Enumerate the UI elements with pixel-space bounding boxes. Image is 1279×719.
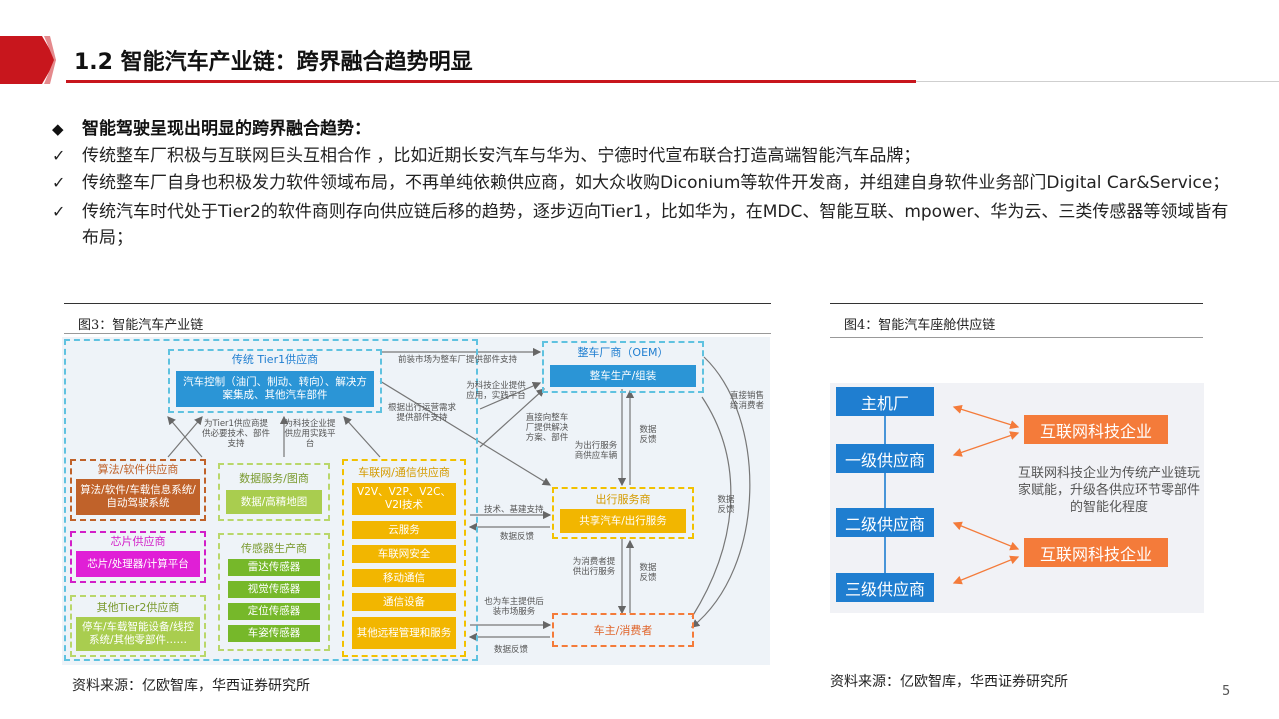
consumer-group <box>552 613 694 647</box>
bullet-item: ✓ 传统整车厂积极与互联网巨头互相合作 ，比如近期长安汽车与华为、宁德时代宣布联… <box>52 143 1232 169</box>
mobility-title: 出行服务商 <box>595 493 651 506</box>
diamond-icon: ◆ <box>52 120 64 138</box>
iov-devices: 通信设备 <box>352 593 456 611</box>
page-number: 5 <box>1222 684 1231 699</box>
note: 数据反馈 <box>717 495 735 515</box>
page-title: 1.2 智能汽车产业链：跨界融合趋势明显 <box>74 50 473 75</box>
note: 数据反馈 <box>639 425 657 445</box>
note: 根据出行运营需求提供部件支持 <box>387 403 456 423</box>
bullet-list: ◆ 智能驾驶呈现出明显的跨界融合趋势： ✓ 传统整车厂积极与互联网巨头互相合作 … <box>52 116 1232 251</box>
note: 直接销售给消费者 <box>729 391 764 411</box>
chip-box: 芯片/处理器/计算平台 <box>76 551 200 577</box>
algo-box: 算法/软件/车载信息系统/自动驾驶系统 <box>76 479 200 515</box>
check-icon: ✓ <box>52 173 66 192</box>
note: 前装市场为整车厂提供部件支持 <box>398 355 518 365</box>
level-tier3: 三级供应商 <box>836 573 934 602</box>
header-tab-shape <box>0 36 56 84</box>
note: 为科技企业提供应用实践平台 <box>284 419 336 449</box>
iov-mobile: 移动通信 <box>352 569 456 587</box>
note: 技术、基建支持 <box>484 505 544 515</box>
cockpit-description: 互联网科技企业为传统产业链玩家赋能，升级各供应环节零部件的智能化程度 <box>1017 466 1200 515</box>
algo-group <box>70 459 206 521</box>
cockpit-supply-chain-diagram: 主机厂 一级供应商 二级供应商 三级供应商 互联网科技企业 互联网科技企业 互联… <box>830 383 1204 613</box>
data-service-box: 数据/高精地图 <box>226 490 322 514</box>
level-tier2: 二级供应商 <box>836 508 934 537</box>
tier1-title: 传统 Tier1供应商 <box>231 353 319 366</box>
tier2-group <box>70 595 206 657</box>
tier1-group <box>168 349 382 413</box>
mobility-box: 共享汽车/出行服务 <box>560 509 686 533</box>
sensor-radar: 雷达传感器 <box>228 559 320 576</box>
figure3-caption: 图3：智能汽车产业链 <box>78 318 204 333</box>
title-underline <box>66 80 916 83</box>
level-tier1: 一级供应商 <box>836 444 934 473</box>
figure4-top-rule <box>830 303 1203 304</box>
bullet-heading: ◆ 智能驾驶呈现出明显的跨界融合趋势： <box>52 116 1232 142</box>
note: 为出行服务商供应车辆 <box>574 441 618 461</box>
iov-v2x: V2V、V2P、V2C、V2I技术 <box>352 483 456 515</box>
iov-security: 车联网安全 <box>352 545 456 563</box>
level-oem: 主机厂 <box>836 387 934 416</box>
figure3-top-rule <box>64 303 771 304</box>
data-service-group <box>218 463 330 521</box>
sensor-position: 定位传感器 <box>228 603 320 620</box>
internet-tech-box-top: 互联网科技企业 <box>1024 415 1168 444</box>
chip-title: 芯片供应商 <box>110 535 166 548</box>
check-icon: ✓ <box>52 202 66 221</box>
note: 为消费者提供出行服务 <box>572 557 616 577</box>
sensor-group <box>218 533 330 651</box>
iov-title: 车联网/通信供应商 <box>358 466 450 479</box>
note: 数据反馈 <box>500 532 535 542</box>
iov-cloud: 云服务 <box>352 521 456 539</box>
industry-chain-diagram: 传统 Tier1供应商 汽车控制（油门、制动、转向）、解决方案集成、其他汽车部件… <box>62 337 770 665</box>
check-icon: ✓ <box>52 146 66 165</box>
consumer-box: 车主/消费者 <box>593 624 653 637</box>
outer-region-tier <box>64 339 478 661</box>
oem-group <box>542 341 704 393</box>
figure4-source: 资料来源：亿欧智库，华西证券研究所 <box>830 674 1068 690</box>
iov-remote: 其他远程管理和服务 <box>352 617 456 649</box>
title-underline-gray <box>916 81 1279 82</box>
tier2-title: 其他Tier2供应商 <box>96 601 180 614</box>
algo-title: 算法/软件供应商 <box>97 463 179 476</box>
note: 也为车主提供后装市场服务 <box>484 597 544 617</box>
tier2-box: 停车/车载智能设备/线控系统/其他零部件…… <box>76 617 200 651</box>
bullet-item: ✓ 传统汽车时代处于Tier2的软件商则存向供应链后移的趋势，逐步迈向Tier1… <box>52 199 1232 251</box>
figure3-source: 资料来源：亿欧智库，华西证券研究所 <box>72 678 310 694</box>
bullet-item: ✓ 传统整车厂自身也积极发力软件领域布局，不再单纯依赖供应商，如大众收购Dico… <box>52 170 1232 196</box>
note: 直接向整车厂提供解决方案、部件 <box>525 413 569 443</box>
figure4-caption-rule <box>830 337 1203 338</box>
data-service-title: 数据服务/图商 <box>239 472 309 485</box>
sensor-title: 传感器生产商 <box>241 542 307 555</box>
oem-box: 整车生产/组装 <box>550 365 696 387</box>
internet-tech-box-bottom: 互联网科技企业 <box>1024 538 1168 567</box>
iov-group <box>342 459 466 657</box>
chip-group <box>70 531 206 583</box>
note: 为科技企业提供应用，实践平台 <box>466 381 526 401</box>
oem-title: 整车厂商（OEM） <box>577 346 669 359</box>
figure4-caption: 图4：智能汽车座舱供应链 <box>844 318 996 333</box>
tier1-box: 汽车控制（油门、制动、转向）、解决方案集成、其他汽车部件 <box>176 371 374 407</box>
note: 数据反馈 <box>494 645 529 655</box>
cockpit-arrows <box>884 404 1020 585</box>
sensor-vision: 视觉传感器 <box>228 581 320 598</box>
figure3-caption-rule <box>64 333 771 334</box>
sensor-attitude: 车姿传感器 <box>228 625 320 642</box>
diagram-arrows <box>167 347 751 642</box>
mobility-group <box>552 487 694 539</box>
note: 为Tier1供应商提供必要技术、部件支持 <box>201 419 270 449</box>
note: 数据反馈 <box>639 563 657 583</box>
